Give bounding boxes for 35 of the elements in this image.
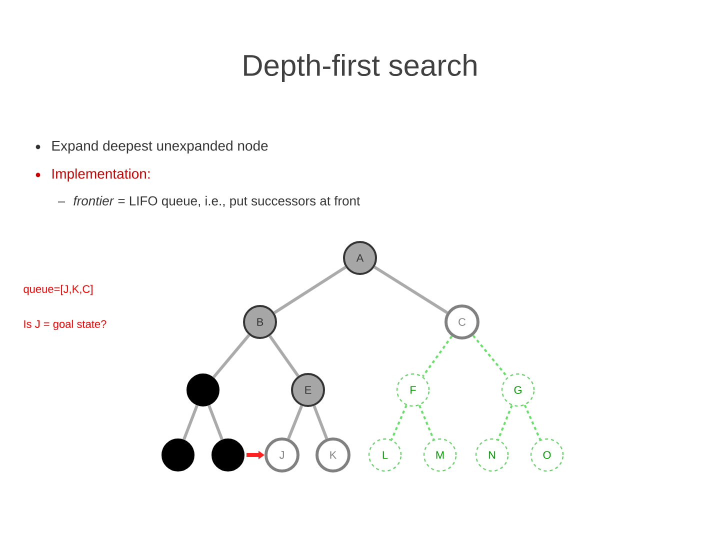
tree-edge — [374, 266, 448, 314]
tree-edge — [418, 404, 435, 440]
tree-node: O — [530, 438, 564, 472]
tree-node: J — [264, 437, 300, 472]
tree-node: C — [444, 304, 480, 340]
tree-edge — [472, 334, 508, 378]
tree-edge — [182, 404, 198, 440]
tree-edge — [208, 404, 224, 440]
tree-edge — [422, 336, 453, 378]
tree-node: E — [291, 372, 325, 407]
tree-edge — [268, 335, 300, 377]
tree-node: F — [396, 373, 430, 407]
tree-node: M — [423, 438, 457, 472]
annotation-text: queue=[J,K,C] — [24, 284, 92, 296]
annotation-text: Is J = goal state? — [24, 320, 106, 330]
tree-node: L — [368, 438, 402, 472]
tree-edge — [312, 405, 328, 440]
tree-edge — [274, 266, 346, 314]
bullet-text: Implementation: — [52, 168, 150, 182]
tree-node: K — [316, 437, 350, 472]
tree-node: G — [501, 373, 535, 407]
tree-edge — [524, 404, 542, 440]
sub-bullet-text: frontier = LIFO queue, i.e., put successors at front — [74, 196, 360, 208]
tree-node: N — [475, 438, 509, 472]
tree-edge — [497, 405, 513, 440]
tree-node — [212, 438, 244, 472]
tree-edge — [390, 404, 408, 440]
tree-node — [162, 438, 194, 472]
tree-edge — [287, 405, 304, 440]
tree-node: A — [343, 241, 377, 275]
tree-node: B — [243, 304, 277, 339]
slide-title: Depth-first search — [244, 54, 476, 82]
tree-node — [186, 373, 220, 406]
tree-edge — [212, 334, 250, 378]
bullet-text: Expand deepest unexpanded node — [52, 140, 268, 154]
